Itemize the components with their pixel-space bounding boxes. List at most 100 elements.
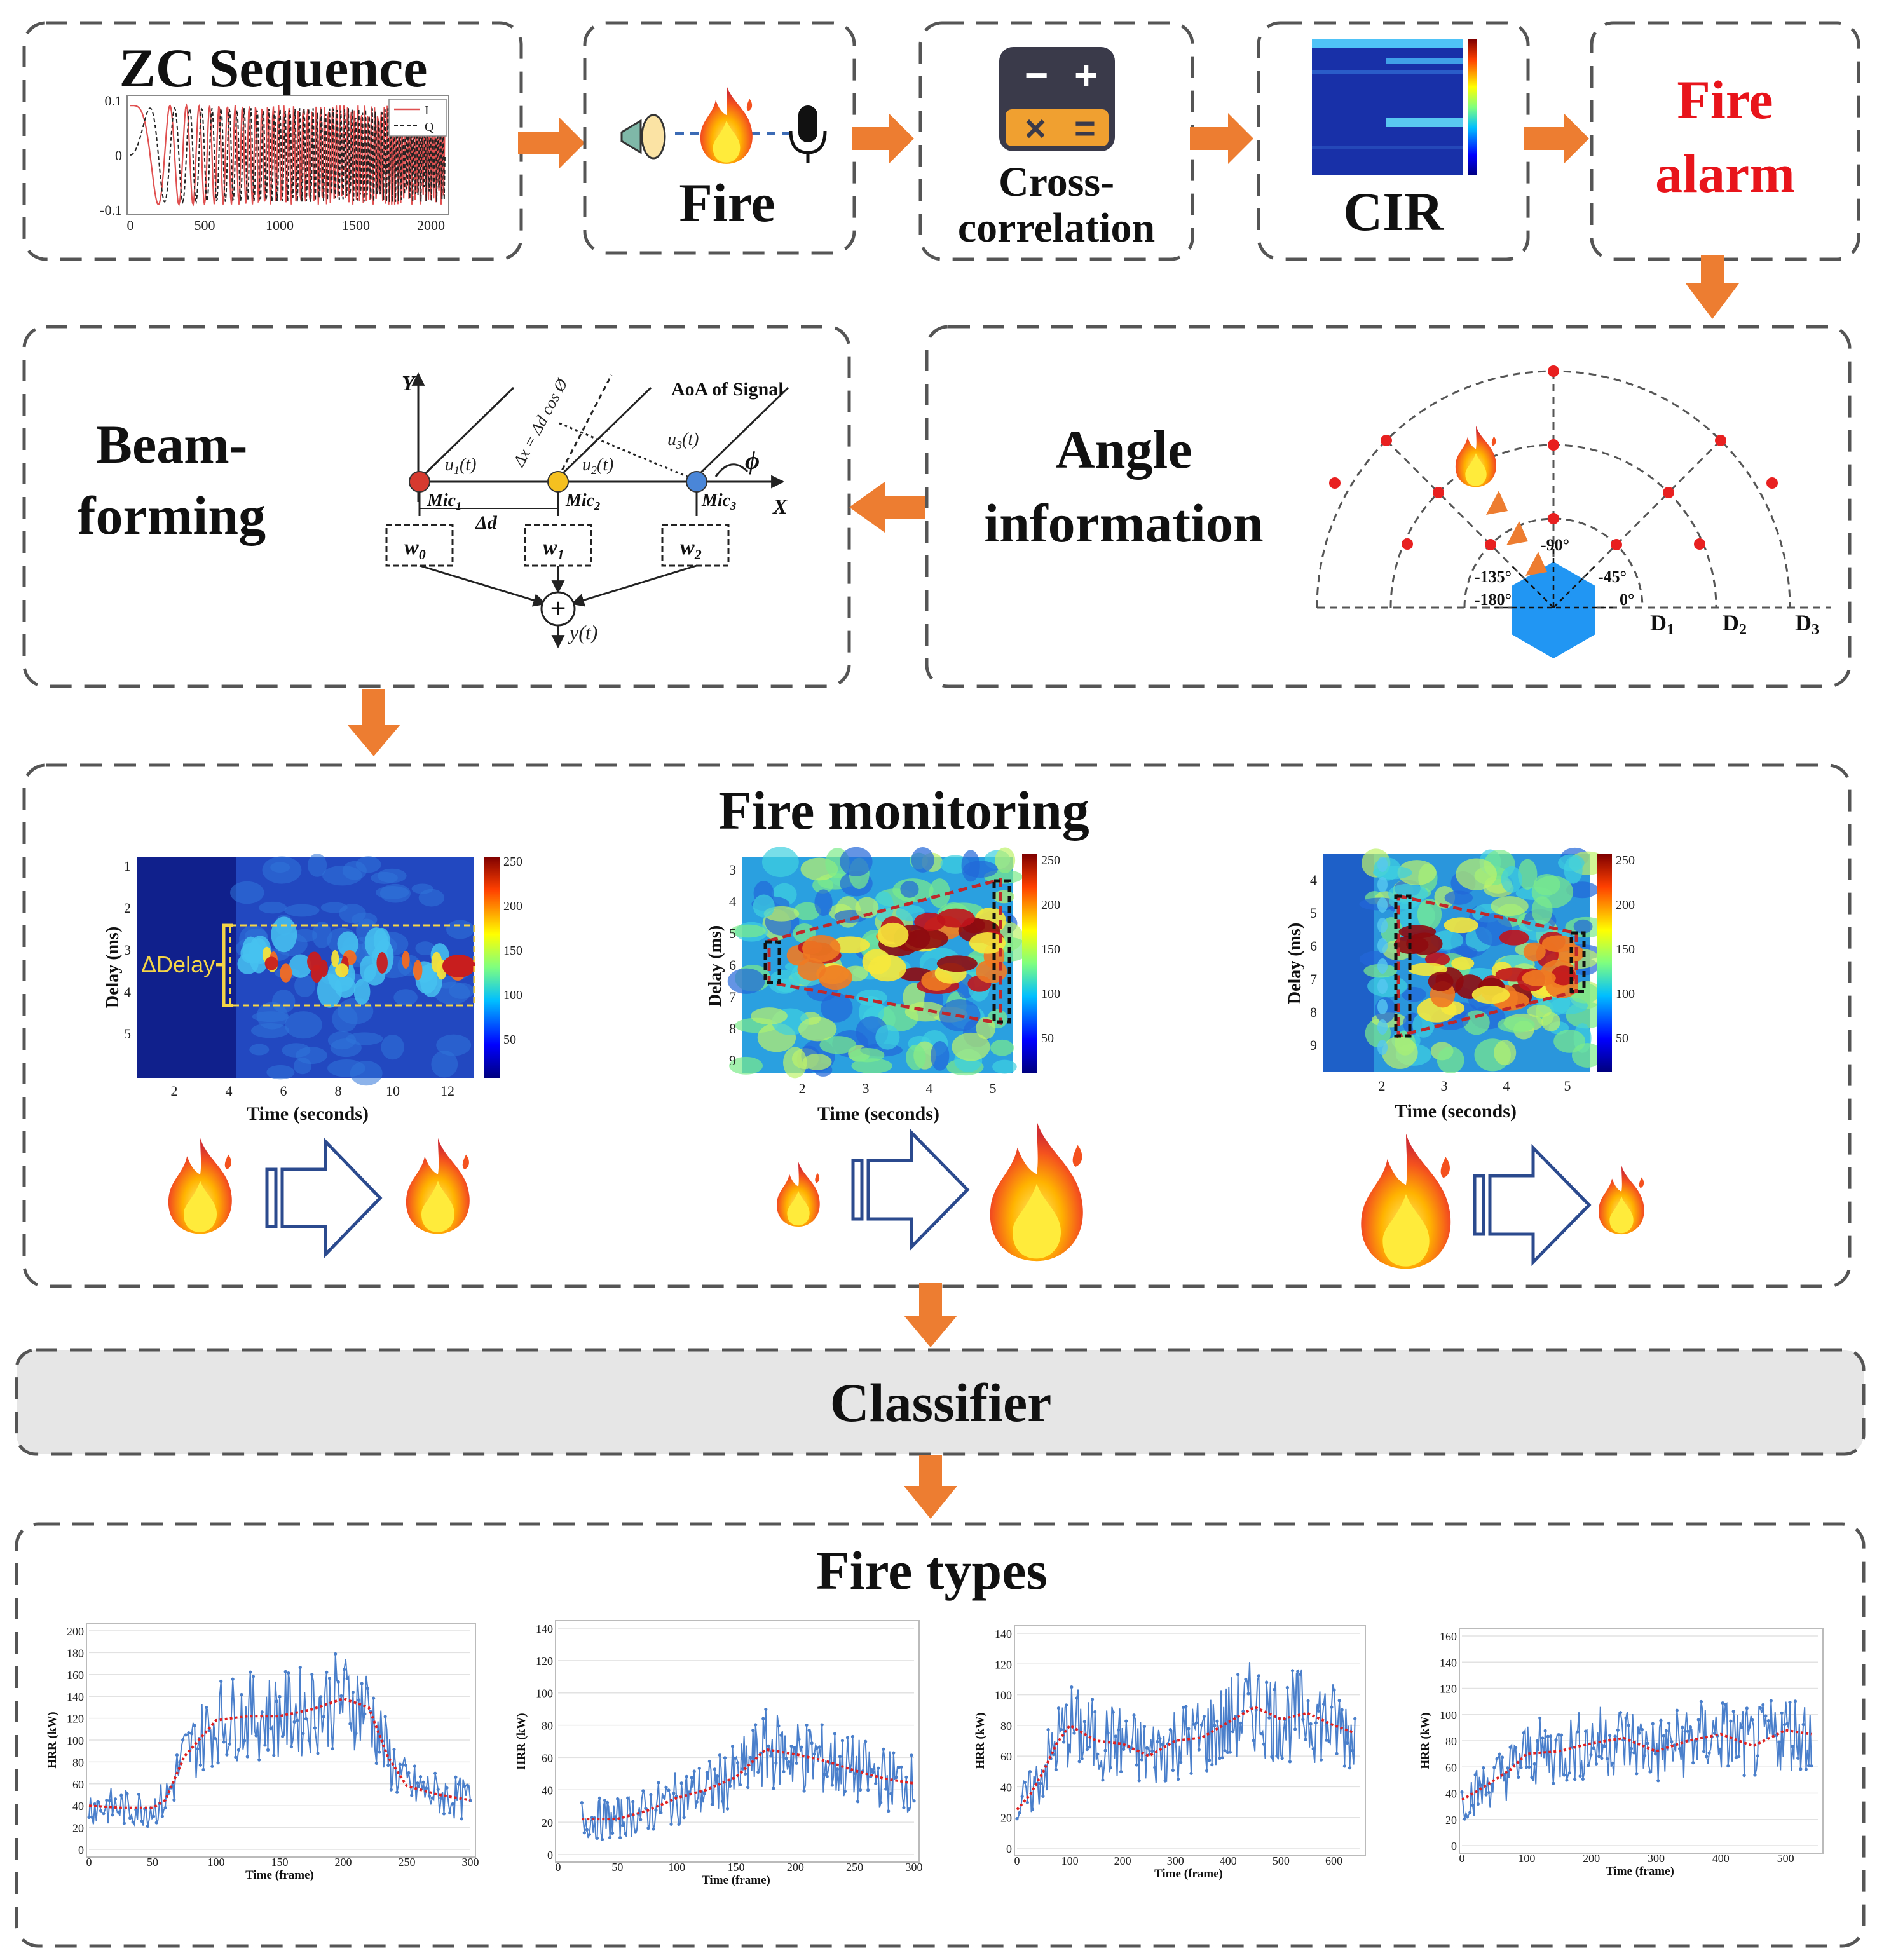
heatmap-blob (1377, 958, 1388, 974)
heatmap-blob (1377, 999, 1388, 1014)
hrr-point (866, 1788, 870, 1792)
hrr-point (289, 1745, 294, 1749)
hrr-point (1046, 1727, 1050, 1732)
zc-title: ZC Sequence (119, 37, 428, 99)
hrr-point (1559, 1733, 1564, 1737)
hrr-point (213, 1736, 217, 1740)
output-label: y(t) (568, 621, 597, 644)
hrr-ytick: 0 (78, 1844, 84, 1856)
cbar-tick: 150 (503, 944, 522, 958)
hrr-xtick: 0 (86, 1856, 92, 1868)
hrr-point (1608, 1734, 1612, 1738)
heatmap-blob (319, 960, 328, 977)
hrr-point (1322, 1702, 1326, 1706)
hrr-point (163, 1806, 167, 1810)
hrr-point (1675, 1708, 1679, 1712)
hrr-point (304, 1717, 308, 1721)
microphone-icon (789, 105, 827, 163)
hrr-point (111, 1813, 114, 1817)
hrr-ytick: 20 (542, 1816, 553, 1829)
hrr-point (613, 1815, 617, 1819)
hrr-point (222, 1740, 226, 1744)
mic-3 (686, 471, 707, 493)
hrr-point (1122, 1747, 1126, 1752)
zc-legend-q: Q (425, 120, 434, 134)
hrr-point (877, 1766, 880, 1770)
heatmap-blob (877, 922, 909, 948)
ytick: 3 (729, 862, 736, 878)
heatmap-blob (1522, 970, 1556, 987)
weight-label: w0 (404, 536, 426, 562)
hrr-point (249, 1670, 252, 1674)
hrr-point (723, 1756, 727, 1760)
monitoring-panel-3: Delay (ms) Time (seconds) 4 5 6 7 8 9 2 … (1285, 847, 1635, 1122)
hrr-point (1806, 1764, 1811, 1767)
hrr-point (853, 1772, 857, 1776)
hrr-point (1205, 1769, 1209, 1773)
fire-types-title: Fire types (816, 1540, 1048, 1601)
hrr-point (705, 1771, 709, 1774)
hrr-ytick: 160 (67, 1669, 84, 1682)
hrr-point (1145, 1746, 1149, 1750)
heatmap-blob (1402, 986, 1426, 1002)
hrr-point (713, 1767, 716, 1771)
hrr-point (1325, 1738, 1328, 1742)
heatmap-blob (1558, 854, 1585, 871)
hrr-ytick: 140 (1440, 1656, 1457, 1669)
hrr-xtick: 500 (1273, 1855, 1290, 1867)
hrr-point (1290, 1669, 1295, 1673)
hollow-arrow-icon (1473, 1143, 1592, 1267)
hrr-point (184, 1733, 188, 1737)
zc-sequence-box: ZC Sequence 0.1 0 -0.1 0 500 1000 1500 2… (22, 21, 523, 261)
heatmap-blob (1377, 877, 1388, 892)
hrr-xtick: 300 (1648, 1852, 1665, 1865)
hrr-point (692, 1769, 696, 1773)
hrr-point (1605, 1757, 1609, 1760)
hrr-point (879, 1800, 883, 1805)
heatmap-blob (307, 951, 322, 972)
heatmap-blob (335, 963, 349, 977)
hrr-point (1718, 1747, 1722, 1751)
hrr-point (1707, 1751, 1711, 1755)
hrr-point (616, 1797, 620, 1800)
hrr-point (1804, 1767, 1808, 1771)
hrr-point (1562, 1773, 1566, 1777)
ring-label: D1 (1650, 610, 1674, 638)
hrr-point (1691, 1761, 1695, 1765)
hrr-point (744, 1772, 747, 1776)
heatmap-blob (402, 951, 410, 969)
hrr-point (833, 1732, 836, 1736)
hrr-point (1246, 1692, 1250, 1696)
u-label: u3(t) (667, 430, 699, 451)
hrr-point (207, 1729, 211, 1732)
transition-1 (168, 1137, 470, 1259)
hrr-point (894, 1776, 898, 1780)
hrr-point (912, 1799, 916, 1803)
hrr-point (465, 1783, 469, 1787)
hrr-point (128, 1816, 132, 1820)
hrr-point (1479, 1783, 1483, 1787)
hrr-point (292, 1720, 296, 1724)
heatmap-blob (352, 912, 378, 927)
heatmap-blob (296, 1047, 327, 1065)
hrr-point (820, 1723, 824, 1727)
zc-ytick: 0.1 (105, 93, 123, 109)
hrr-point (715, 1774, 720, 1778)
hrr-ytick: 60 (1000, 1750, 1012, 1763)
hrr-ytick: 80 (542, 1720, 553, 1732)
hrr-ytick: 80 (1445, 1735, 1457, 1748)
hrr-point (889, 1792, 893, 1795)
hrr-xtick: 400 (1712, 1852, 1730, 1865)
ylabel: Delay (ms) (706, 925, 725, 1007)
heatmap-blob (931, 1040, 950, 1071)
hrr-point (741, 1767, 745, 1771)
hrr-point (1624, 1716, 1628, 1720)
arrow-left (849, 482, 925, 533)
hrr-point (772, 1786, 775, 1790)
hrr-ytick: 40 (542, 1784, 553, 1797)
heatmap-blob (819, 1036, 857, 1054)
hrr-point (1101, 1778, 1105, 1782)
hrr-point (407, 1771, 411, 1775)
hrr-point (657, 1781, 660, 1785)
